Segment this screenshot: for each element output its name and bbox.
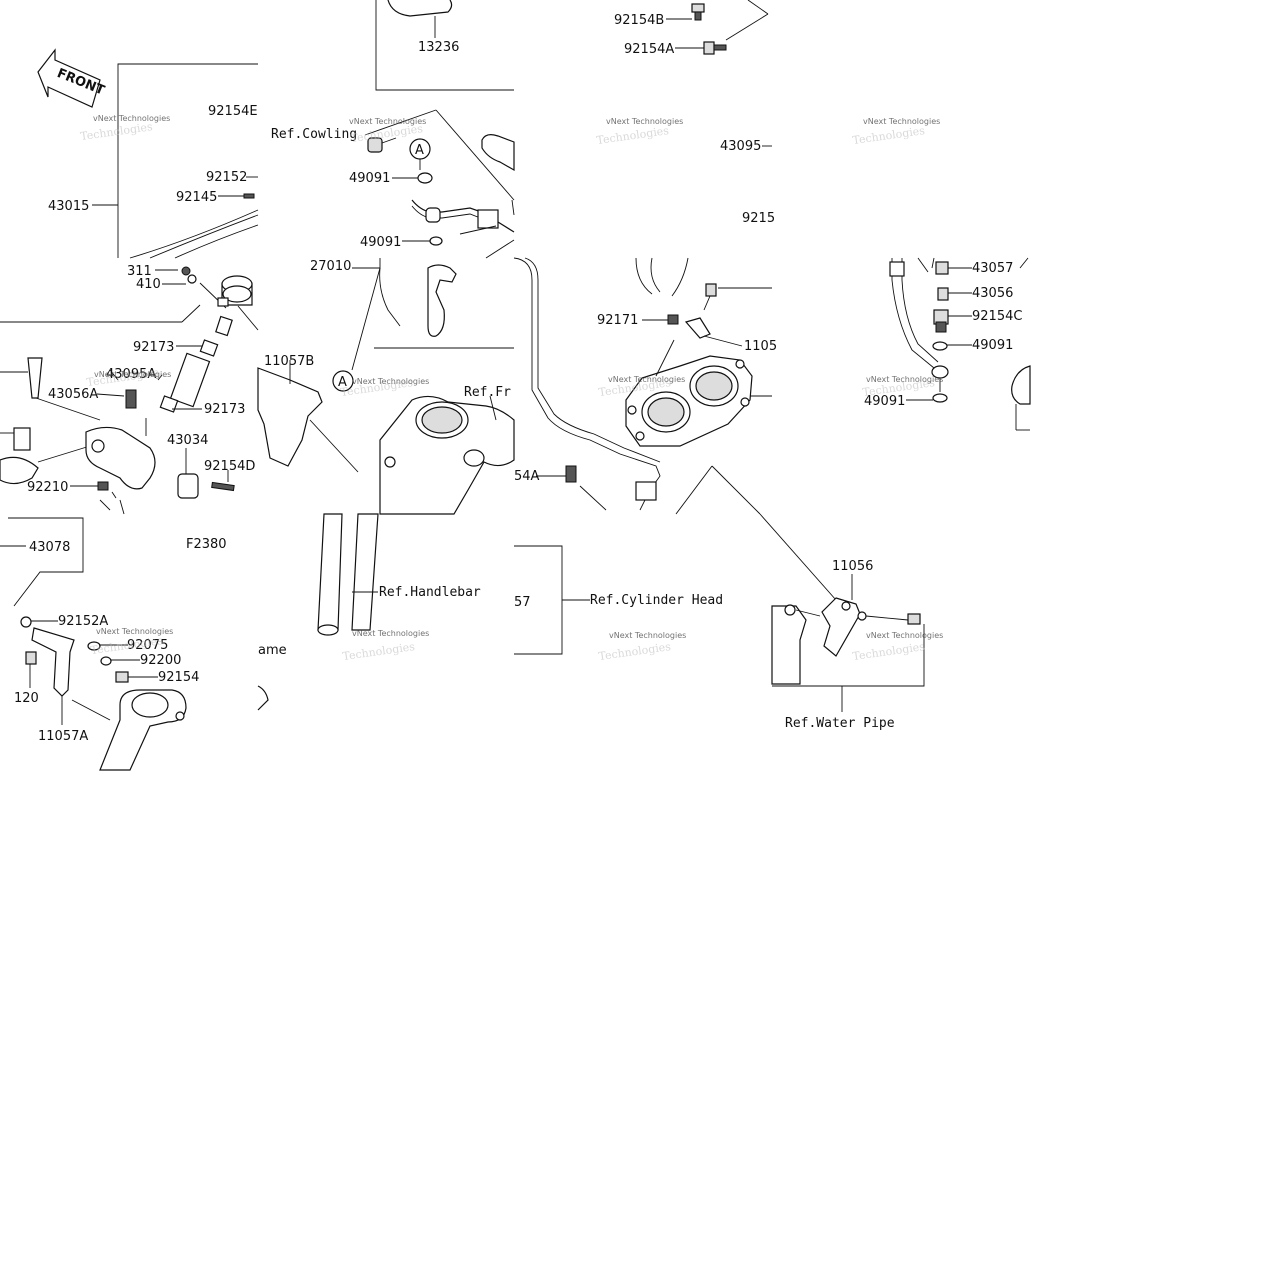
watermark-8: Technologies xyxy=(852,124,926,147)
label-49091-c: 49091 xyxy=(972,338,1013,353)
watermark-7: vNext Technologies xyxy=(863,117,940,126)
ref-frame-cut: ame xyxy=(258,643,287,658)
watermark-11: vNext Technologies xyxy=(608,375,685,384)
label-92154D: 92154D xyxy=(204,459,255,474)
label-92200: 92200 xyxy=(140,653,181,668)
label-92152A: 92152A xyxy=(58,614,108,629)
label-311: 311 xyxy=(127,264,152,279)
panel-twin-port xyxy=(625,257,772,447)
panel-center: A xyxy=(257,257,761,711)
label-92075: 92075 xyxy=(127,638,168,653)
label-92154A-top: 92154A xyxy=(624,42,674,57)
callout-a-top: A xyxy=(415,143,424,158)
label-92154C: 92154C xyxy=(972,309,1022,324)
panel-water-pipe xyxy=(759,513,925,712)
label-92152: 92152 xyxy=(206,170,247,185)
ref-water-pipe: Ref.Water Pipe xyxy=(785,716,895,731)
label-92145: 92145 xyxy=(176,190,217,205)
label-57-cut: 57 xyxy=(514,595,531,610)
panel-lower-left xyxy=(0,517,187,771)
ref-handlebar: Ref.Handlebar xyxy=(379,585,481,600)
figure-code: F2380 xyxy=(186,537,227,552)
panel-right-fittings xyxy=(889,257,1031,431)
label-43095: 43095 xyxy=(720,139,761,154)
watermark-6: Technologies xyxy=(596,124,670,147)
label-92173-a: 92173 xyxy=(133,340,174,355)
callout-a-center: A xyxy=(338,375,347,390)
watermark-23: vNext Technologies xyxy=(866,631,943,640)
watermark-20: Technologies xyxy=(342,640,416,663)
ref-fr-cut: Ref.Fr xyxy=(464,385,511,400)
ref-cowling: Ref.Cowling xyxy=(271,127,357,142)
panel-top-center-box xyxy=(375,0,514,91)
panel-top-center: A xyxy=(364,109,515,259)
label-49091-d: 49091 xyxy=(864,394,905,409)
label-43095A: 43095A xyxy=(106,367,156,382)
watermark-3: vNext Technologies xyxy=(349,117,426,126)
panel-top-left xyxy=(92,63,259,259)
label-49091-b: 49091 xyxy=(360,235,401,250)
label-54A-cut: 54A xyxy=(514,469,540,484)
label-92154E: 92154E xyxy=(208,104,258,119)
label-43057: 43057 xyxy=(972,261,1013,276)
panel-master-cylinder xyxy=(0,266,259,515)
watermark-19: vNext Technologies xyxy=(352,629,429,638)
label-92171: 92171 xyxy=(597,313,638,328)
label-27010: 27010 xyxy=(310,259,351,274)
label-92210: 92210 xyxy=(27,480,68,495)
label-9215-cut: 9215 xyxy=(742,211,775,226)
label-11057A: 11057A xyxy=(38,729,88,744)
ref-cylinder-head: Ref.Cylinder Head xyxy=(590,593,723,608)
label-1105-cut: 1105 xyxy=(744,339,777,354)
watermark-21: vNext Technologies xyxy=(609,631,686,640)
label-11057B: 11057B xyxy=(264,354,314,369)
label-43034: 43034 xyxy=(167,433,208,448)
watermark-1: vNext Technologies xyxy=(93,114,170,123)
label-120: 120 xyxy=(14,691,39,706)
watermark-24: Technologies xyxy=(852,640,926,663)
label-13236: 13236 xyxy=(418,40,459,55)
watermark-13: vNext Technologies xyxy=(866,375,943,384)
label-92154: 92154 xyxy=(158,670,199,685)
watermark-2: Technologies xyxy=(79,120,153,143)
watermark-5: vNext Technologies xyxy=(606,117,683,126)
watermark-22: Technologies xyxy=(598,640,672,663)
label-43015: 43015 xyxy=(48,199,89,214)
watermark-17: vNext Technologies xyxy=(96,627,173,636)
label-92154B: 92154B xyxy=(614,13,664,28)
label-43078: 43078 xyxy=(29,540,70,555)
label-49091-a: 49091 xyxy=(349,171,390,186)
label-92173-b: 92173 xyxy=(204,402,245,417)
watermark-15: vNext Technologies xyxy=(94,370,171,379)
front-arrow-icon: FRONT xyxy=(37,48,107,108)
label-11056: 11056 xyxy=(832,559,873,574)
label-410: 410 xyxy=(136,277,161,292)
screw-group-top xyxy=(666,0,769,55)
label-43056: 43056 xyxy=(972,286,1013,301)
watermark-9: vNext Technologies xyxy=(352,377,429,386)
label-43056A: 43056A xyxy=(48,387,98,402)
